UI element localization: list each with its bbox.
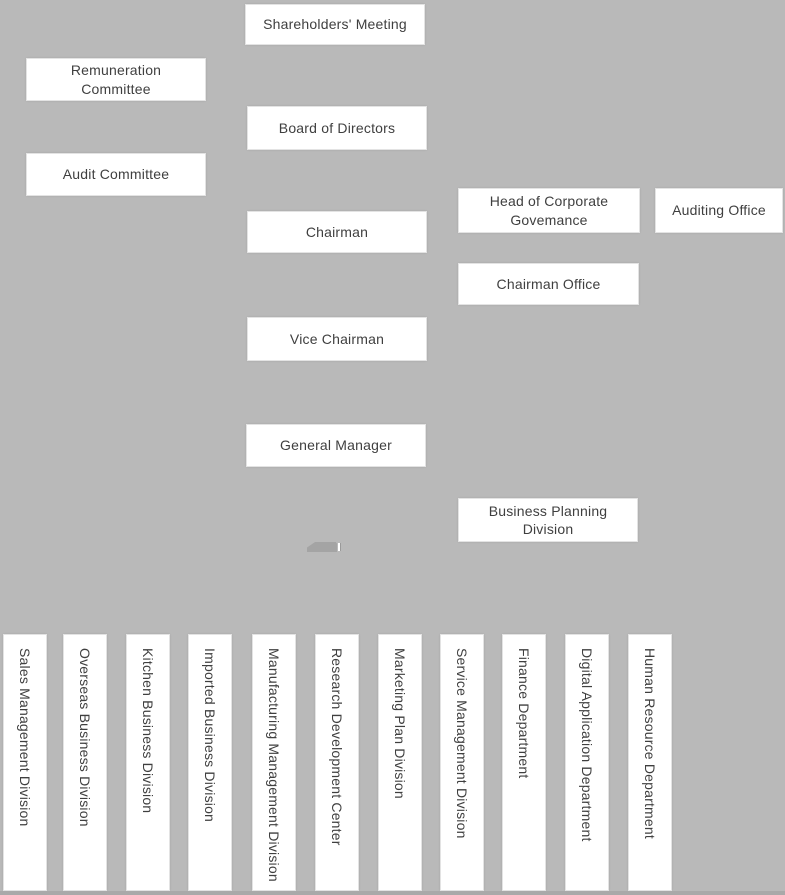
bottom-edge-divider — [0, 891, 785, 895]
node-label: Board of Directors — [278, 119, 396, 136]
node-vice-chairman: Vice Chairman — [247, 317, 427, 361]
dept-label: Overseas Business Division — [77, 648, 93, 827]
dept-label: Finance Department — [516, 648, 532, 779]
node-chairman-office: Chairman Office — [458, 263, 639, 305]
dept-label: Human Resource Department — [642, 648, 658, 839]
node-label: General Manager — [280, 437, 392, 454]
node-remuneration-committee: Remuneration Committee — [26, 58, 206, 101]
dept-sales-management-division: Sales Management Division — [3, 634, 47, 891]
node-label: Head of Corporate Govemance — [489, 193, 609, 228]
dept-manufacturing-management-division: Manufacturing Management Division — [252, 634, 296, 891]
dept-imported-business-division: Imported Business Division — [188, 634, 232, 891]
dept-digital-application-department: Digital Application Department — [565, 634, 609, 891]
dept-label: Marketing Plan Division — [392, 648, 408, 799]
dept-label: Digital Application Department — [579, 648, 595, 842]
node-board-of-directors: Board of Directors — [247, 106, 427, 150]
node-chairman: Chairman — [247, 211, 427, 253]
dept-human-resource-department: Human Resource Department — [628, 634, 672, 891]
dept-finance-department: Finance Department — [502, 634, 546, 891]
dept-service-management-division: Service Management Division — [440, 634, 484, 891]
node-audit-committee: Audit Committee — [26, 153, 206, 196]
collapsed-node-tick — [338, 543, 341, 551]
node-label: Chairman Office — [496, 275, 601, 292]
node-label: Chairman — [305, 223, 369, 240]
node-label: Business Planning Division — [488, 502, 608, 537]
dept-label: Sales Management Division — [17, 648, 33, 827]
dept-overseas-business-division: Overseas Business Division — [63, 634, 107, 891]
node-auditing-office: Auditing Office — [655, 188, 783, 233]
dept-marketing-plan-division: Marketing Plan Division — [378, 634, 422, 891]
node-label: Vice Chairman — [289, 330, 385, 347]
node-business-planning-division: Business Planning Division — [458, 498, 638, 542]
node-label: Shareholders' Meeting — [263, 16, 407, 33]
node-label: Remuneration Committee — [70, 62, 162, 97]
dept-label: Research Development Center — [329, 648, 345, 846]
node-label: Auditing Office — [672, 202, 766, 219]
dept-kitchen-business-division: Kitchen Business Division — [126, 634, 170, 891]
node-general-manager: General Manager — [246, 424, 426, 467]
node-shareholders-meeting: Shareholders' Meeting — [245, 4, 425, 45]
collapsed-node-artifact — [307, 542, 337, 552]
dept-label: Imported Business Division — [202, 648, 218, 823]
dept-label: Kitchen Business Division — [140, 648, 156, 814]
dept-label: Manufacturing Management Division — [266, 648, 282, 882]
dept-research-development-center: Research Development Center — [315, 634, 359, 891]
node-head-of-corporate-governance: Head of Corporate Govemance — [458, 188, 640, 233]
dept-label: Service Management Division — [454, 648, 470, 839]
node-label: Audit Committee — [62, 166, 170, 183]
